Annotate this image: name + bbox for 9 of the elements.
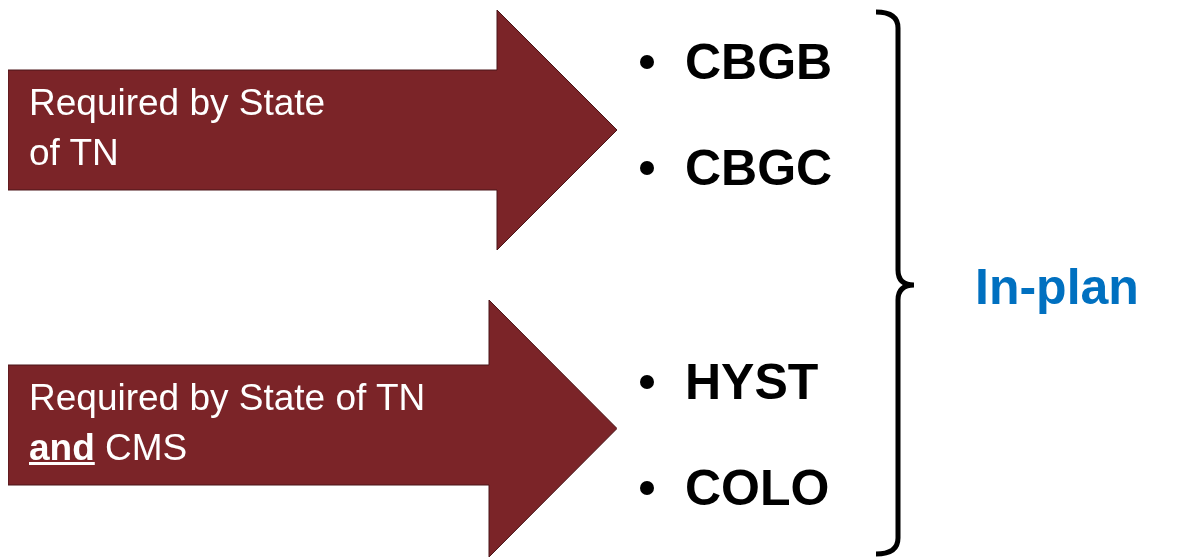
list-item: HYST — [685, 353, 819, 412]
block-arrow — [8, 300, 617, 557]
list-item: CBGB — [685, 33, 833, 92]
block-arrow — [8, 10, 617, 250]
arrow-text: Required by State of TN and CMS — [29, 376, 427, 470]
arrow-text: Required by State of TN — [29, 81, 327, 175]
list-item: CBGC — [685, 139, 833, 198]
bracket-label: In-plan — [975, 258, 1139, 317]
list-item: COLO — [685, 459, 830, 518]
